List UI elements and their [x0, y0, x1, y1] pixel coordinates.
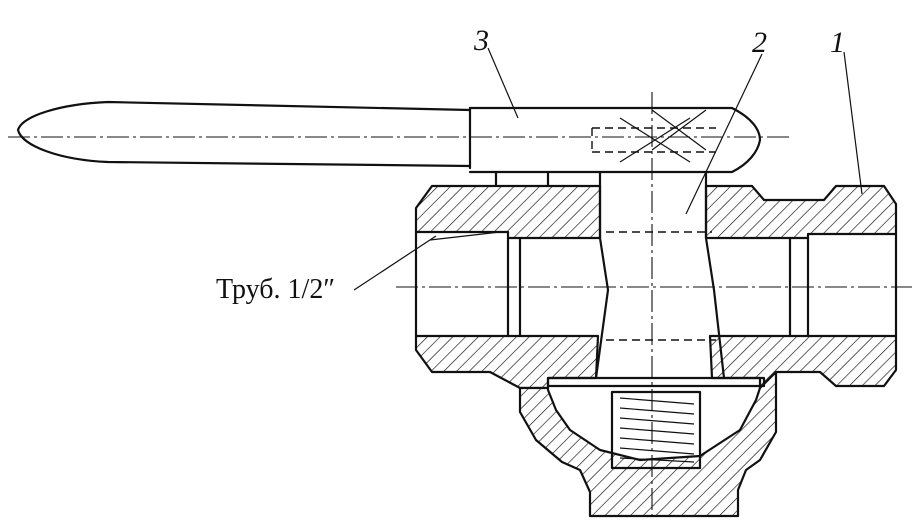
valve-body — [414, 184, 898, 518]
label-part-3: 3 — [473, 24, 489, 57]
centerlines — [8, 92, 912, 516]
spring — [610, 390, 702, 470]
leader-lines — [353, 47, 863, 291]
handle — [16, 100, 762, 202]
label-part-1: 1 — [830, 26, 845, 59]
label-pipe: Труб. 1/2″ — [216, 274, 335, 305]
plug — [546, 170, 766, 388]
label-part-2: 2 — [752, 26, 767, 59]
